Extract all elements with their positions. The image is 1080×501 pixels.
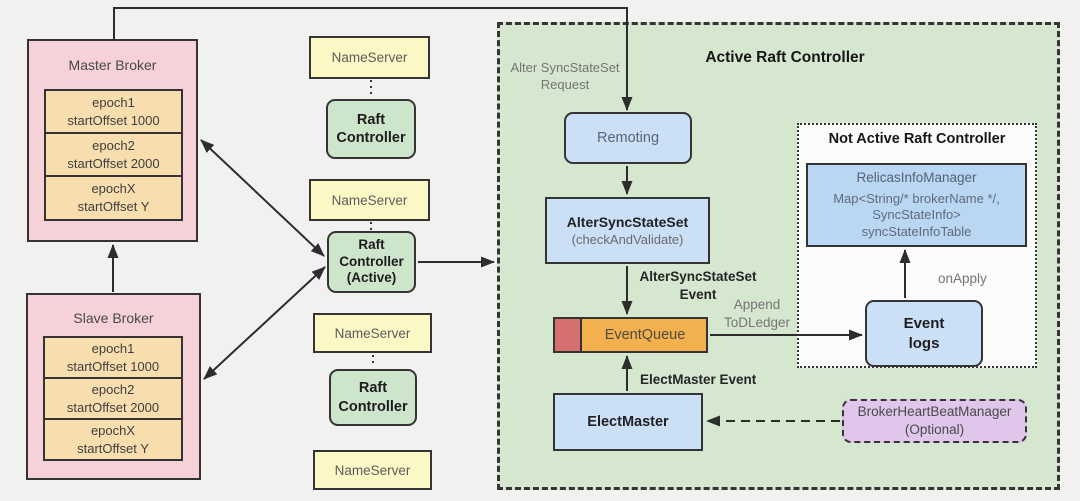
alter-syncstateset-event-label: AlterSyncStateSet Event bbox=[639, 269, 757, 303]
broker-heartbeat-manager-label: BrokerHeartBeatManager bbox=[857, 404, 1012, 420]
arrow-master-raft-active bbox=[200, 139, 325, 257]
nameserver-box-4: NameServer bbox=[313, 450, 432, 490]
remoting-box: Remoting bbox=[564, 112, 692, 164]
nameserver-label: NameServer bbox=[331, 50, 408, 65]
alter-syncstateset-title: AlterSyncStateSet bbox=[566, 214, 689, 230]
slave-broker-title: Slave Broker bbox=[73, 310, 154, 326]
raft-controller-box-2: Raft Controller bbox=[329, 369, 417, 426]
epoch-row: epoch2 startOffset 2000 bbox=[44, 132, 183, 177]
alter-syncstateset-box: AlterSyncStateSet (checkAndValidate) bbox=[545, 197, 710, 264]
epoch-row: epoch1 startOffset 1000 bbox=[44, 89, 183, 134]
epoch-row: epoch1 startOffset 1000 bbox=[43, 336, 183, 379]
raft-controller-active-label: (Active) bbox=[346, 270, 397, 286]
not-active-raft-controller-title: Not Active Raft Controller bbox=[828, 131, 1006, 147]
epoch-label: epochX bbox=[91, 181, 136, 197]
epoch-row: epochX startOffset Y bbox=[44, 175, 183, 221]
raft-controller-active-label: Raft bbox=[358, 236, 385, 252]
nameserver-label: NameServer bbox=[334, 325, 411, 341]
epoch-offset: startOffset 1000 bbox=[67, 112, 160, 128]
epoch-label: epochX bbox=[90, 422, 136, 438]
active-raft-controller-title: Active Raft Controller bbox=[705, 49, 865, 66]
event-queue-label: EventQueue bbox=[604, 327, 686, 343]
master-broker-title: Master Broker bbox=[68, 57, 157, 73]
nameserver-box-1: NameServer bbox=[309, 36, 430, 79]
raft-controller-active-box: Raft Controller (Active) bbox=[327, 231, 416, 293]
replicas-info-manager-box: RelicasInfoManager Map<String/* brokerNa… bbox=[806, 163, 1027, 247]
epoch-offset: startOffset Y bbox=[77, 440, 149, 456]
epoch-row: epochX startOffset Y bbox=[43, 418, 183, 461]
broker-heartbeat-manager-box: BrokerHeartBeatManager (Optional) bbox=[842, 399, 1027, 443]
epoch-label: epoch1 bbox=[91, 340, 135, 356]
elect-master-label: ElectMaster bbox=[587, 414, 669, 430]
master-epoch-list: epoch1 startOffset 1000 epoch2 startOffs… bbox=[44, 89, 183, 221]
alter-syncstateset-request-label: Alter SyncStateSet Request bbox=[510, 60, 620, 92]
alter-syncstateset-subtitle: (checkAndValidate) bbox=[571, 232, 684, 247]
epoch-offset: startOffset 2000 bbox=[67, 155, 160, 171]
broker-heartbeat-manager-optional: (Optional) bbox=[904, 422, 965, 437]
nameserver-box-3: NameServer bbox=[313, 313, 432, 353]
elect-master-event-label: ElectMaster Event bbox=[640, 372, 757, 387]
epoch-label: epoch2 bbox=[91, 381, 135, 397]
elect-master-box: ElectMaster bbox=[553, 393, 703, 451]
epoch-row: epoch2 startOffset 2000 bbox=[43, 377, 183, 420]
arrow-slave-raft-active bbox=[203, 266, 326, 380]
event-queue-head-slot bbox=[555, 319, 582, 351]
nameserver-label: NameServer bbox=[331, 192, 408, 208]
event-logs-box: Event logs bbox=[865, 300, 983, 367]
epoch-offset: startOffset 2000 bbox=[66, 399, 160, 415]
replicas-map-line: Map<String/* brokerName */, bbox=[833, 191, 1000, 206]
replicas-map-line: syncStateInfoTable bbox=[861, 223, 972, 239]
epoch-label: epoch1 bbox=[92, 94, 135, 110]
raft-controller-label: Controller bbox=[336, 130, 406, 146]
event-logs-label: logs bbox=[908, 334, 940, 352]
raft-controller-label: Raft bbox=[358, 380, 388, 397]
replicas-map-line: SyncStateInfo> bbox=[872, 207, 961, 223]
slave-epoch-list: epoch1 startOffset 1000 epoch2 startOffs… bbox=[43, 336, 183, 461]
nameserver-label: NameServer bbox=[334, 462, 411, 478]
replicas-info-manager-title: RelicasInfoManager bbox=[856, 170, 977, 185]
raft-controller-box-1: Raft Controller bbox=[326, 99, 416, 159]
epoch-label: epoch2 bbox=[92, 137, 135, 153]
raft-controller-active-label: Controller bbox=[339, 253, 404, 269]
raft-controller-label: Controller bbox=[338, 398, 408, 415]
event-queue-box: EventQueue bbox=[553, 317, 708, 353]
epoch-offset: startOffset 1000 bbox=[66, 358, 160, 374]
nameserver-box-2: NameServer bbox=[309, 179, 430, 221]
on-apply-label: onApply bbox=[938, 271, 987, 286]
raft-controller-label: Raft bbox=[356, 111, 386, 128]
append-to-dledger-label: Append ToDLedger bbox=[723, 297, 791, 330]
epoch-offset: startOffset Y bbox=[77, 199, 150, 214]
event-logs-label: Event bbox=[903, 315, 945, 332]
remoting-label: Remoting bbox=[596, 130, 660, 146]
